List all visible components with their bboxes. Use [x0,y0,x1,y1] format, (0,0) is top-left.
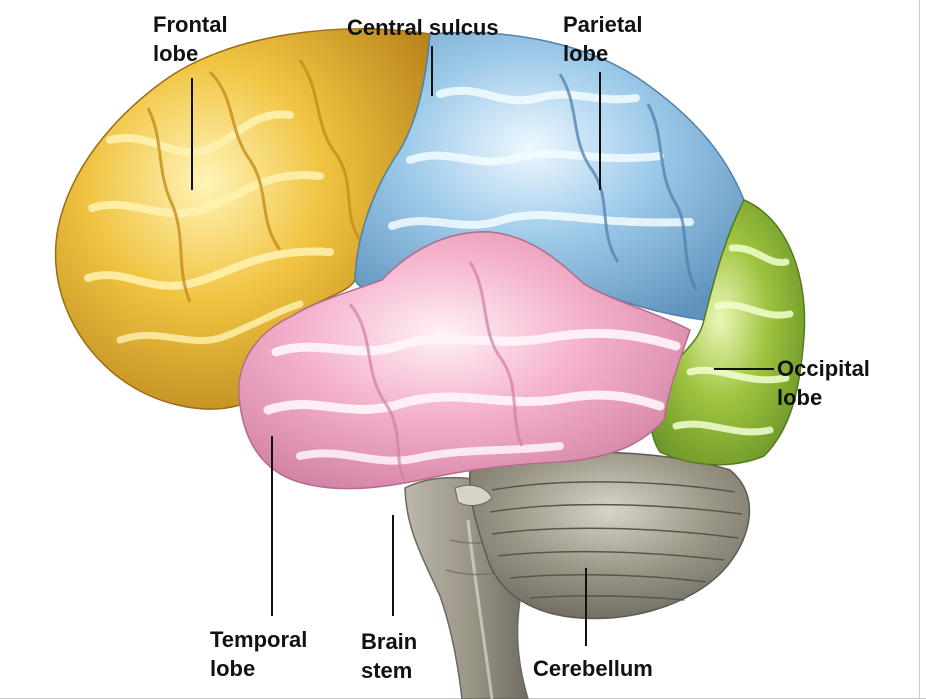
parietal-lobe-region [354,31,745,321]
frontal-lobe-label-line-2: lobe [153,41,199,66]
occipital-lobe-label-line-2: lobe [777,385,823,410]
temporal-lobe-label: Temporal lobe [210,625,307,683]
frontal-lobe-region [54,28,431,410]
frontal-lobe-label: Frontal lobe [153,10,228,68]
temporal-lobe-label-line-2: lobe [210,656,256,681]
occipital-lobe-label: Occipital lobe [777,354,870,412]
parietal-lobe-label: Parietal lobe [563,10,643,68]
brain-stem-label-line-2: stem [361,658,413,683]
occipital-lobe-label-line-1: Occipital [777,356,870,381]
temporal-lobe-region [238,231,691,490]
cerebellum-label: Cerebellum [533,654,653,683]
brain-stem-label: Brain stem [361,627,417,685]
brain-stem-label-line-1: Brain [361,629,418,654]
right-frame-edge [919,0,920,699]
parietal-lobe-label-line-1: Parietal [563,12,643,37]
frontal-lobe-label-line-1: Frontal [153,12,228,37]
temporal-lobe-label-line-1: Temporal [210,627,308,652]
central-sulcus-label: Central sulcus [347,13,499,42]
occipital-lobe-region [650,199,806,466]
cerebellum-region [454,451,751,620]
cerebellum-label-text: Cerebellum [533,656,653,681]
parietal-lobe-label-line-2: lobe [563,41,609,66]
central-sulcus-label-text: Central sulcus [347,15,499,40]
